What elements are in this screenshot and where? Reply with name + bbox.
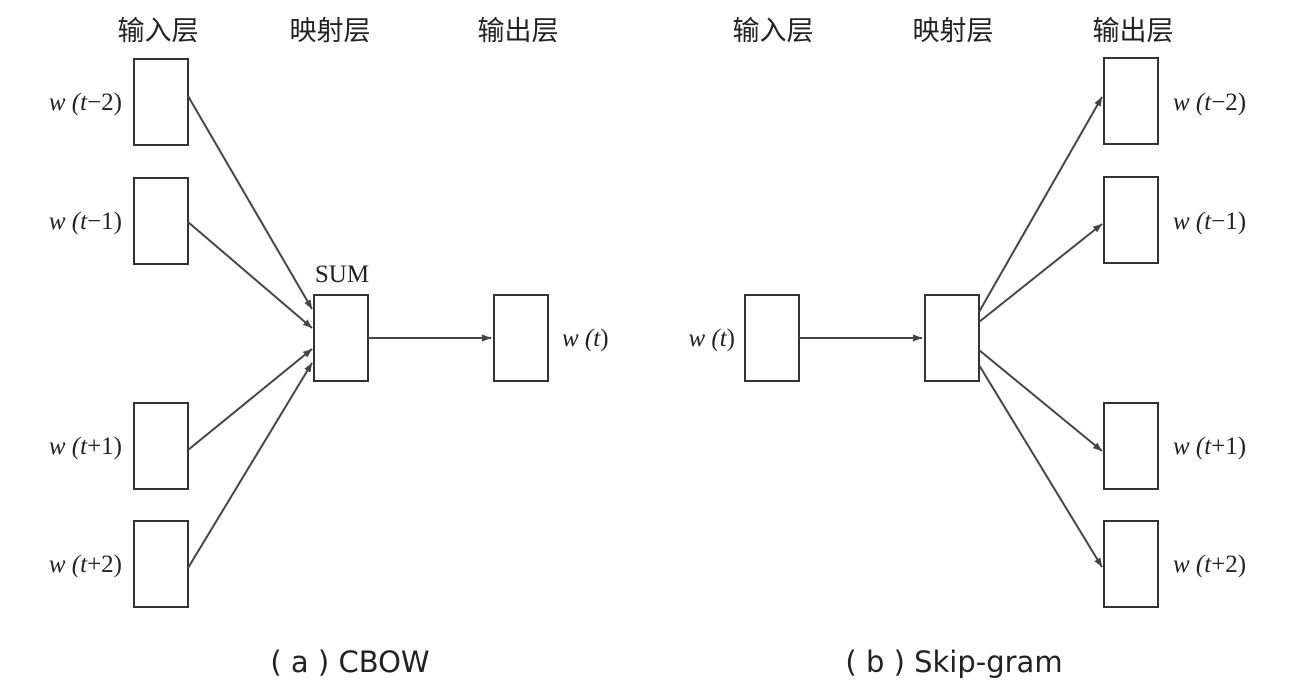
skipgram-panel: 输入层 映射层 输出层 w (t) w (t−2) w (t−1) w (t+1… (688, 16, 1246, 679)
cbow-arrow-t-minus-2 (187, 95, 313, 310)
cbow-output-box (493, 294, 549, 382)
cbow-input-label-t-plus-2: w (t+2) (49, 551, 122, 578)
skipgram-arrow-t-plus-1 (978, 349, 1103, 452)
cbow-input-box-t-plus-1 (133, 402, 189, 490)
skipgram-arrow-t-minus-2 (978, 96, 1103, 313)
cbow-arrow-t-plus-1 (187, 348, 313, 451)
cbow-projection-box (313, 294, 369, 382)
skipgram-projection-box (924, 294, 980, 382)
cbow-arrow-t-minus-1 (187, 221, 313, 329)
skipgram-output-box-t-minus-1 (1103, 176, 1159, 264)
skipgram-header-input: 输入层 (733, 16, 814, 47)
cbow-header-output: 输出层 (478, 16, 559, 47)
cbow-input-box-t-minus-2 (133, 58, 189, 146)
skipgram-output-label-t-plus-1: w (t+1) (1173, 433, 1246, 460)
skipgram-output-label-t-plus-2: w (t+2) (1173, 551, 1246, 578)
cbow-input-label-t-minus-1: w (t−1) (49, 208, 122, 235)
skipgram-input-box (744, 294, 800, 382)
skipgram-output-box-t-plus-1 (1103, 402, 1159, 490)
cbow-caption: ( a ) CBOW (270, 645, 429, 679)
skipgram-arrow-t-plus-2 (978, 364, 1103, 568)
cbow-arrow-t-plus-2 (187, 362, 313, 569)
skipgram-caption: ( b ) Skip-gram (845, 645, 1062, 679)
cbow-panel: 输入层 映射层 输出层 w (t−2) w (t−1) w (t+1) w (t… (49, 16, 609, 679)
skipgram-output-box-t-minus-2 (1103, 57, 1159, 145)
skipgram-output-label-t-minus-1: w (t−1) (1173, 208, 1246, 235)
skipgram-output-box-t-plus-2 (1103, 520, 1159, 608)
cbow-input-label-t-plus-1: w (t+1) (49, 433, 122, 460)
cbow-input-box-t-minus-1 (133, 177, 189, 265)
skipgram-arrow-t-minus-1 (978, 223, 1103, 323)
skipgram-header-output: 输出层 (1093, 16, 1174, 47)
skipgram-output-label-t-minus-2: w (t−2) (1173, 89, 1246, 116)
cbow-input-label-t-minus-2: w (t−2) (49, 89, 122, 116)
skipgram-input-label: w (t) (688, 325, 735, 352)
cbow-projection-label: SUM (315, 261, 369, 288)
cbow-output-label: w (t) (562, 325, 609, 352)
skipgram-header-projection: 映射层 (913, 16, 994, 47)
cbow-header-input: 输入层 (118, 16, 199, 47)
cbow-input-box-t-plus-2 (133, 520, 189, 608)
cbow-header-projection: 映射层 (290, 16, 371, 47)
